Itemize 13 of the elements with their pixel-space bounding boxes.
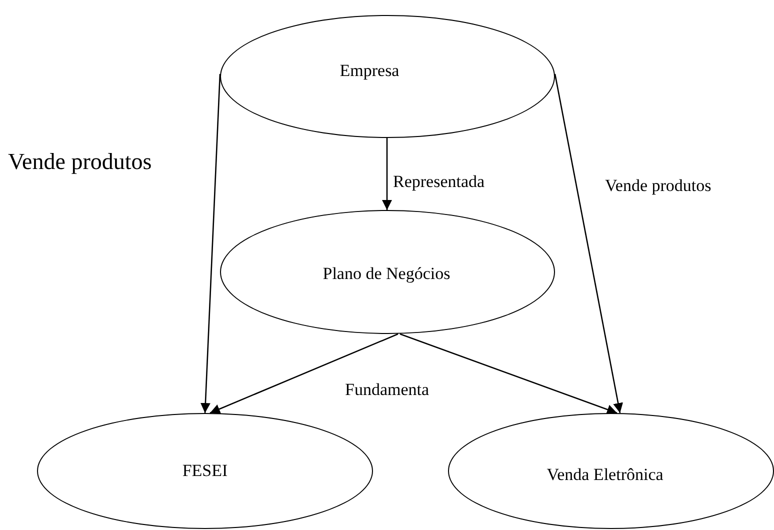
node-label: Venda Eletrônica	[546, 465, 664, 485]
edge-label: Vende produtos	[8, 150, 152, 173]
node-label: FESEI	[182, 461, 228, 481]
edge-label: Vende produtos	[605, 177, 712, 194]
arrow	[210, 333, 398, 414]
arrow	[382, 138, 392, 210]
node-label: Plano de Negócios	[322, 264, 450, 284]
arrow	[554, 74, 624, 414]
arrow	[200, 74, 221, 414]
node-label: Empresa	[340, 60, 400, 80]
edge-label: Fundamenta	[345, 381, 430, 398]
arrow	[400, 333, 618, 414]
edge-label: Representada	[393, 173, 485, 190]
